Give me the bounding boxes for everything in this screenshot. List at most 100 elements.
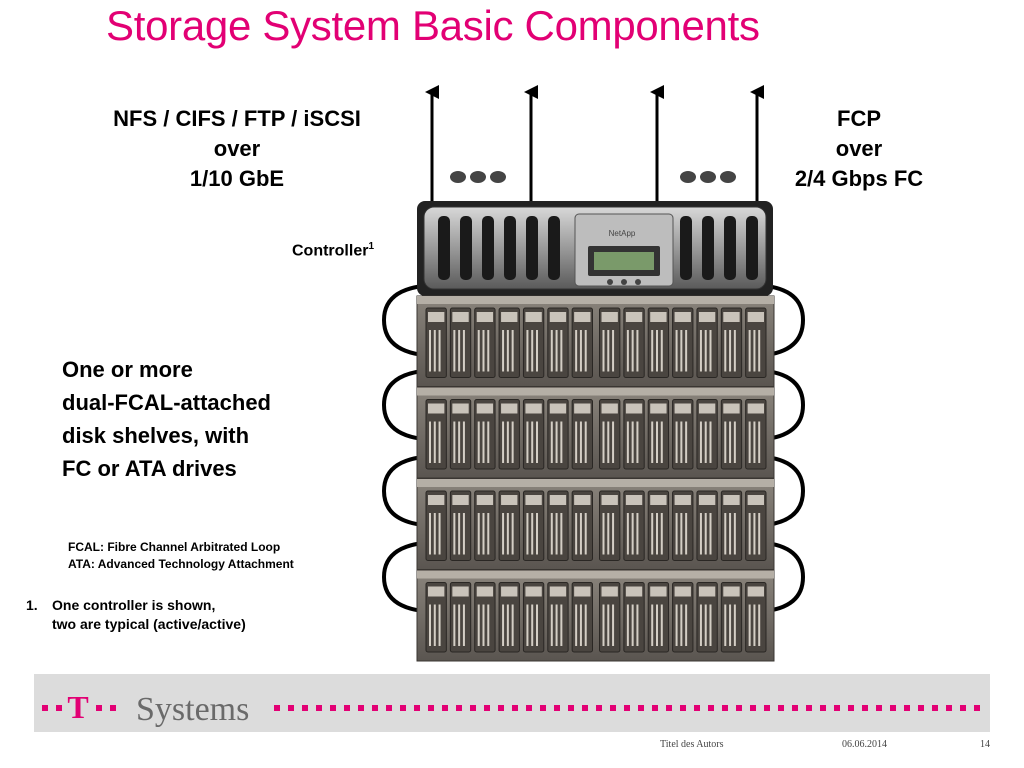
brand-dot xyxy=(974,705,980,711)
brand-dot xyxy=(806,705,812,711)
disk-drive xyxy=(599,399,621,470)
brand-dot xyxy=(624,705,630,711)
brand-dot xyxy=(554,705,560,711)
brand-dot xyxy=(778,705,784,711)
protocol-line: 1/10 GbE xyxy=(189,166,285,191)
footer-author: Titel des Autors xyxy=(660,739,724,750)
abbreviation: FCAL: Fibre Channel Arbitrated Loop xyxy=(68,540,281,554)
brand-dot xyxy=(946,705,952,711)
brand-dot xyxy=(904,705,910,711)
disk-shelf xyxy=(416,478,775,570)
disk-drive xyxy=(720,582,743,653)
brand-dot xyxy=(316,705,322,711)
disk-drive xyxy=(425,490,447,561)
disk-drive xyxy=(647,307,670,378)
brand-dot xyxy=(372,705,378,711)
disk-drive xyxy=(571,399,594,470)
brand-dot xyxy=(932,705,938,711)
disk-drive xyxy=(425,307,447,378)
brand-dot xyxy=(330,705,336,711)
fcal-loops xyxy=(381,283,806,614)
disk-drive xyxy=(449,307,472,378)
disk-drive xyxy=(647,490,670,561)
brand-dot xyxy=(344,705,350,711)
disk-drive xyxy=(745,307,767,378)
brand-dot xyxy=(652,705,658,711)
disk-drive xyxy=(547,490,569,561)
disk-drive xyxy=(696,490,718,561)
ellipsis-dots-left xyxy=(450,171,506,183)
disk-drive xyxy=(474,582,496,653)
loop-right xyxy=(749,454,806,528)
footnote: 1.One controller is shown, two are typic… xyxy=(26,596,246,634)
disk-drive xyxy=(522,490,545,561)
brand-dot xyxy=(750,705,756,711)
disk-drive xyxy=(498,490,520,561)
disk-shelf xyxy=(416,295,775,387)
loop-left xyxy=(381,368,441,442)
brand-dot xyxy=(862,705,868,711)
protocol-line: 2/4 Gbps FC xyxy=(794,166,924,191)
disk-drive xyxy=(547,399,569,470)
brand-dot xyxy=(288,705,294,711)
disk-drive xyxy=(599,582,621,653)
loop-left xyxy=(381,283,441,358)
disk-drive xyxy=(498,399,520,470)
abbreviation-list: FCAL: Fibre Channel Arbitrated Loop ATA:… xyxy=(68,539,294,573)
disk-drive xyxy=(522,307,545,378)
footnote-number: 1. xyxy=(26,597,38,613)
protocol-line: NFS / CIFS / FTP / iSCSI xyxy=(113,106,361,131)
disk-drive xyxy=(474,399,496,470)
disk-drive xyxy=(498,582,520,653)
disk-drive xyxy=(720,490,743,561)
brand-dot xyxy=(442,705,448,711)
page-number: 14 xyxy=(980,739,990,750)
brand-dot xyxy=(582,705,588,711)
disk-drive xyxy=(720,307,743,378)
description-line: dual-FCAL-attached xyxy=(62,390,271,415)
description-line: One or more xyxy=(62,357,193,382)
ellipsis-dots-right xyxy=(680,171,736,183)
loop-right xyxy=(749,283,806,358)
disk-drive xyxy=(745,490,767,561)
disk-drive xyxy=(474,490,496,561)
brand-dot xyxy=(470,705,476,711)
brand-dot xyxy=(722,705,728,711)
brand-logo: NetApp xyxy=(609,229,636,238)
brand-dot xyxy=(876,705,882,711)
controller-label: Controller1 xyxy=(292,241,375,260)
brand-dot xyxy=(386,705,392,711)
brand-dot xyxy=(764,705,770,711)
brand-dot xyxy=(848,705,854,711)
disk-drive xyxy=(696,399,718,470)
disk-drive xyxy=(449,490,472,561)
disk-drive xyxy=(571,307,594,378)
disk-drive xyxy=(647,399,670,470)
disk-drive xyxy=(696,307,718,378)
brand-dot xyxy=(596,705,602,711)
disk-drive xyxy=(696,582,718,653)
brand-dot xyxy=(526,705,532,711)
brand-dot xyxy=(890,705,896,711)
disk-drive xyxy=(474,307,496,378)
lcd-display xyxy=(594,252,654,270)
brand-name: Systems xyxy=(136,691,249,728)
controller-unit: NetApp xyxy=(417,201,773,296)
brand-dot xyxy=(400,705,406,711)
loop-left xyxy=(381,454,441,528)
disk-drive xyxy=(672,399,694,470)
brand-dot xyxy=(414,705,420,711)
footnote-line: two are typical (active/active) xyxy=(52,616,246,632)
brand-dot xyxy=(694,705,700,711)
brand-dot xyxy=(498,705,504,711)
disk-drive xyxy=(672,307,694,378)
disk-drive xyxy=(522,399,545,470)
brand-dot xyxy=(708,705,714,711)
loop-left xyxy=(381,540,441,614)
brand-dot xyxy=(960,705,966,711)
brand-dot xyxy=(834,705,840,711)
brand-dot xyxy=(484,705,490,711)
t-logo-letter: T xyxy=(67,689,88,725)
disk-drive xyxy=(547,307,569,378)
disk-drive xyxy=(623,307,645,378)
